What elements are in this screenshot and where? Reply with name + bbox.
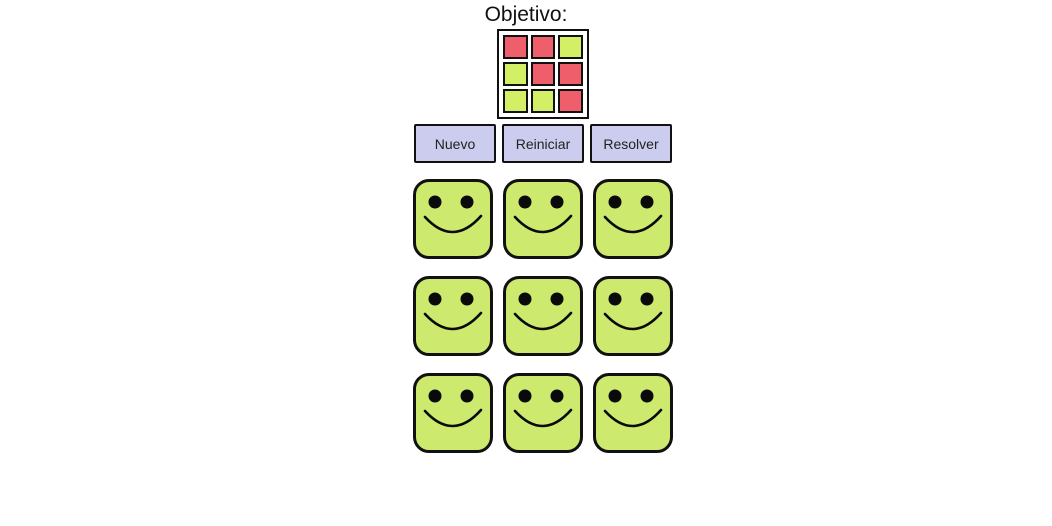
left-eye — [518, 292, 531, 306]
objective-cell — [530, 89, 556, 113]
objective-cell — [503, 35, 528, 59]
smiley-face-icon — [423, 292, 482, 331]
puzzle-board — [412, 179, 674, 453]
objective-cell — [530, 35, 556, 59]
smile — [423, 408, 482, 428]
objective-cell — [503, 89, 528, 113]
smile — [603, 214, 662, 234]
smile — [513, 311, 572, 331]
resolver-button[interactable]: Resolver — [590, 124, 672, 163]
right-eye — [550, 389, 563, 403]
smiley-face-icon — [603, 292, 662, 331]
smile — [423, 214, 482, 234]
right-eye — [550, 195, 563, 209]
game-area: Nuevo Reiniciar Resolver — [412, 29, 674, 453]
smiley-face-icon — [513, 292, 572, 331]
left-eye — [608, 292, 621, 306]
smiley-tile[interactable] — [592, 276, 673, 356]
right-eye — [640, 389, 653, 403]
left-eye — [428, 292, 441, 306]
objective-cell — [503, 62, 528, 86]
right-eye — [460, 195, 473, 209]
smile — [603, 408, 662, 428]
right-eye — [460, 292, 473, 306]
smiley-face-icon — [423, 195, 482, 234]
right-eye — [640, 195, 653, 209]
smile — [603, 311, 662, 331]
smiley-tile[interactable] — [412, 276, 493, 356]
right-eye — [460, 389, 473, 403]
objective-cell — [530, 62, 556, 86]
nuevo-button[interactable]: Nuevo — [414, 124, 496, 163]
smiley-face-icon — [423, 389, 482, 428]
objective-cell — [558, 89, 583, 113]
smiley-tile[interactable] — [592, 179, 673, 259]
smiley-face-icon — [513, 389, 572, 428]
right-eye — [640, 292, 653, 306]
objective-title: Objetivo: — [484, 3, 568, 26]
objective-grid — [497, 29, 589, 119]
left-eye — [428, 389, 441, 403]
left-eye — [428, 195, 441, 209]
smiley-tile[interactable] — [502, 276, 583, 356]
objective-cell — [558, 35, 583, 59]
smile — [513, 214, 572, 234]
left-eye — [608, 389, 621, 403]
left-eye — [518, 195, 531, 209]
smiley-face-icon — [603, 195, 662, 234]
right-eye — [550, 292, 563, 306]
smile — [423, 311, 482, 331]
smiley-tile[interactable] — [412, 373, 493, 453]
left-eye — [518, 389, 531, 403]
smiley-face-icon — [513, 195, 572, 234]
smiley-face-icon — [603, 389, 662, 428]
smiley-tile[interactable] — [412, 179, 493, 259]
smiley-tile[interactable] — [502, 179, 583, 259]
toolbar: Nuevo Reiniciar Resolver — [413, 124, 674, 163]
objective-cell — [558, 62, 583, 86]
smile — [513, 408, 572, 428]
smiley-tile[interactable] — [592, 373, 673, 453]
reiniciar-button[interactable]: Reiniciar — [502, 124, 584, 163]
left-eye — [608, 195, 621, 209]
smiley-tile[interactable] — [502, 373, 583, 453]
